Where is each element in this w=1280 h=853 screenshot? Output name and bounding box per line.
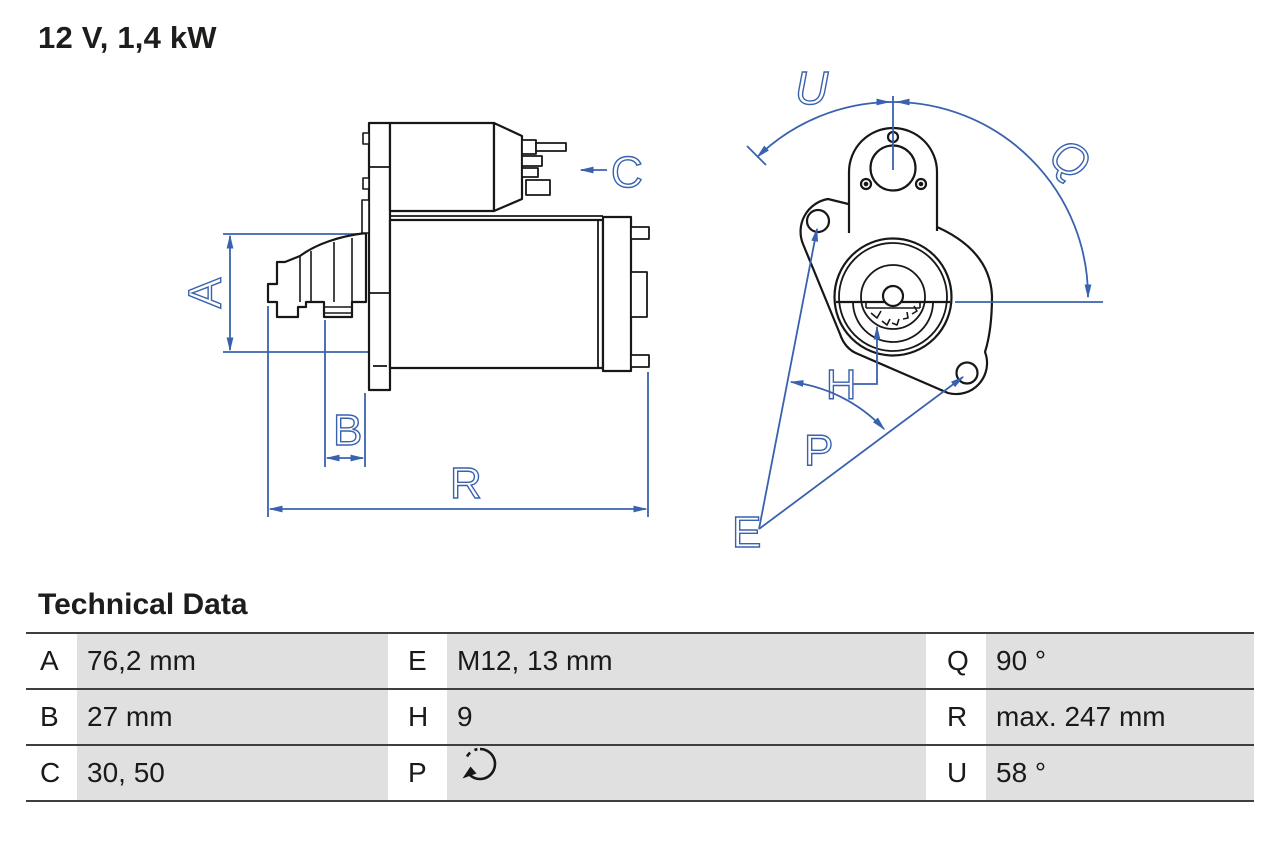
dim-label-p: P bbox=[804, 426, 833, 475]
table-row: B 27 mm H 9 R max. 247 mm bbox=[26, 688, 1254, 744]
side-view-dimension-labels: A B R C bbox=[178, 147, 643, 508]
dim-value-cell: 27 mm bbox=[77, 690, 388, 744]
dim-key-cell: R bbox=[926, 690, 986, 744]
technical-data-table: A 76,2 mm E M12, 13 mm Q 90 ° B 27 mm H … bbox=[26, 632, 1254, 802]
dim-value-cell: M12, 13 mm bbox=[447, 634, 926, 688]
technical-data-heading: Technical Data bbox=[38, 588, 248, 621]
solenoid-body bbox=[388, 121, 496, 213]
dim-label-a: A bbox=[179, 277, 231, 308]
dim-label-r: R bbox=[450, 459, 482, 508]
solenoid-terminals bbox=[521, 139, 567, 196]
dim-label-b: B bbox=[333, 406, 362, 455]
starter-motor-diagram: A B R C bbox=[178, 61, 1103, 558]
shaft-hole bbox=[881, 284, 905, 308]
front-view-dimensions bbox=[746, 96, 1103, 530]
dim-label-e: E bbox=[732, 508, 761, 557]
dim-key-cell: Q bbox=[926, 634, 986, 688]
product-title: 12 V, 1,4 kW bbox=[38, 20, 217, 55]
table-row: A 76,2 mm E M12, 13 mm Q 90 ° bbox=[26, 634, 1254, 688]
dim-key-cell: B bbox=[26, 690, 77, 744]
dim-value-cell: 90 ° bbox=[986, 634, 1254, 688]
table-row: C 30, 50 P U 58 ° bbox=[26, 744, 1254, 800]
pinion-teeth bbox=[865, 302, 921, 326]
motor-body bbox=[388, 218, 605, 370]
dim-key-cell: A bbox=[26, 634, 77, 688]
dim-value-cell: 58 ° bbox=[986, 746, 1254, 800]
dim-value-cell: 30, 50 bbox=[77, 746, 388, 800]
front-view-dimension-labels: U Q H P E bbox=[731, 61, 1100, 557]
rotation-ccw-icon bbox=[457, 746, 505, 800]
dim-label-u: U bbox=[795, 62, 829, 114]
starter-motor-front-view bbox=[799, 126, 994, 396]
dim-value-cell: 76,2 mm bbox=[77, 634, 388, 688]
starter-motor-side-view bbox=[266, 121, 650, 392]
mounting-flange-edge bbox=[367, 121, 392, 392]
dim-label-c: C bbox=[611, 148, 643, 197]
dim-key-cell: P bbox=[388, 746, 447, 800]
motor-end-cap bbox=[601, 215, 633, 373]
dim-value-cell bbox=[447, 746, 926, 800]
flange-bolt-hole-upper bbox=[805, 208, 831, 234]
dim-key-cell: E bbox=[388, 634, 447, 688]
dim-value-cell: max. 247 mm bbox=[986, 690, 1254, 744]
solenoid-taper bbox=[492, 121, 524, 213]
dim-value-cell: 9 bbox=[447, 690, 926, 744]
dim-key-cell: U bbox=[926, 746, 986, 800]
dim-key-cell: C bbox=[26, 746, 77, 800]
dim-key-cell: H bbox=[388, 690, 447, 744]
dim-label-h: H bbox=[826, 361, 856, 408]
